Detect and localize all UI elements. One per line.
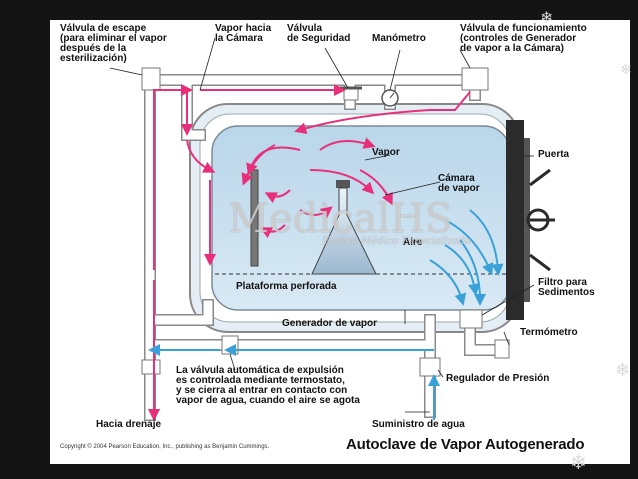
automatic-expulsion-valve xyxy=(221,335,239,355)
label-operating-valve: Válvula de funcionamiento (controles de … xyxy=(460,23,587,54)
label-steam: Vapor xyxy=(372,147,400,158)
autoclave-diagram xyxy=(109,37,555,421)
label-steam-generator: Generador de vapor xyxy=(282,318,378,329)
snowflake-icon: ❄ xyxy=(620,62,632,78)
label-to-drain: Hacia drenaje xyxy=(96,419,162,430)
diagram-title: Autoclave de Vapor Autogenerado xyxy=(346,436,585,453)
thermometer xyxy=(494,339,510,359)
label-sediment-filter: Filtro para Sedimentos xyxy=(538,277,595,298)
watermark-tagline: Equipo Médico Especializado xyxy=(322,236,472,247)
watermark-logo: MedicalHS xyxy=(228,196,453,242)
leader-lines xyxy=(109,37,535,413)
exhaust-valve xyxy=(141,67,161,91)
erlenmeyer-flask xyxy=(311,180,377,275)
label-steam-chamber: Cámara de vapor xyxy=(438,173,480,194)
door xyxy=(506,120,524,320)
label-water-supply: Suministro de agua xyxy=(372,419,465,430)
label-safety-valve: Válvula de Seguridad xyxy=(287,23,351,44)
drain-fitting xyxy=(141,359,161,375)
pressure-regulator xyxy=(419,357,441,377)
air-water-flow-arrows xyxy=(148,209,504,420)
diagram-panel: Válvula de escape (para eliminar el vapo… xyxy=(50,20,630,464)
sediment-filter xyxy=(459,309,483,329)
snowflake-icon: ❄ xyxy=(615,360,631,381)
label-automatic-valve: La válvula automática de expulsión es co… xyxy=(176,365,360,406)
label-door: Puerta xyxy=(538,149,570,160)
label-perforated-platform: Plataforma perforada xyxy=(236,281,337,292)
steam-flow-arrows xyxy=(148,84,471,421)
snowflake-icon: ❄ xyxy=(540,8,554,27)
label-pressure-regulator: Regulador de Presión xyxy=(446,373,550,384)
snowflake-icon: ❄ xyxy=(570,450,587,474)
operating-valve xyxy=(461,67,489,91)
label-air: Aire xyxy=(403,237,423,248)
label-thermometer: Termómetro xyxy=(520,327,578,338)
label-steam-to-chamber: Vapor hacia la Cámara xyxy=(215,23,272,44)
door-handle xyxy=(526,168,555,272)
label-exhaust-valve: Válvula de escape (para eliminar el vapo… xyxy=(60,23,167,64)
copyright-note: Copyright © 2004 Pearson Education, Inc.… xyxy=(60,444,270,450)
safety-valve xyxy=(343,87,359,101)
label-pressure-gauge: Manómetro xyxy=(372,33,426,44)
